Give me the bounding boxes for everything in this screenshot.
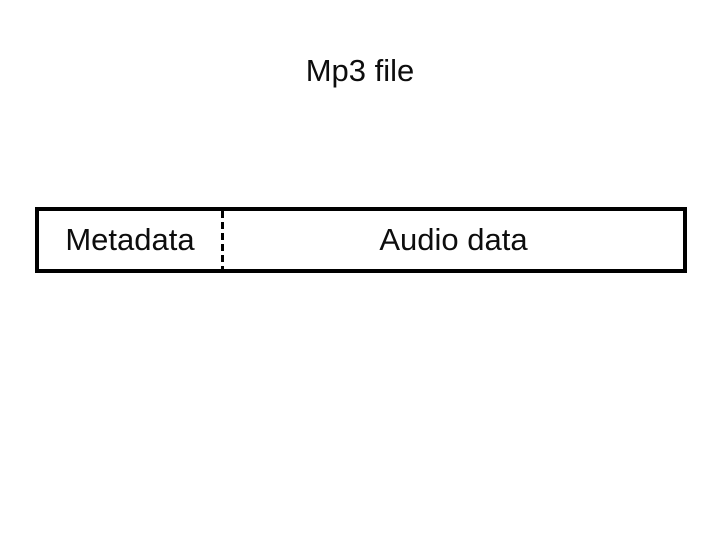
mp3-file-box: Metadata Audio data	[35, 207, 687, 273]
segment-metadata: Metadata	[39, 211, 221, 269]
segment-audio-data: Audio data	[224, 211, 683, 269]
segment-audio-data-label: Audio data	[379, 222, 528, 257]
segment-metadata-label: Metadata	[65, 222, 195, 257]
diagram-title: Mp3 file	[305, 53, 415, 88]
dashed-divider	[221, 211, 224, 269]
